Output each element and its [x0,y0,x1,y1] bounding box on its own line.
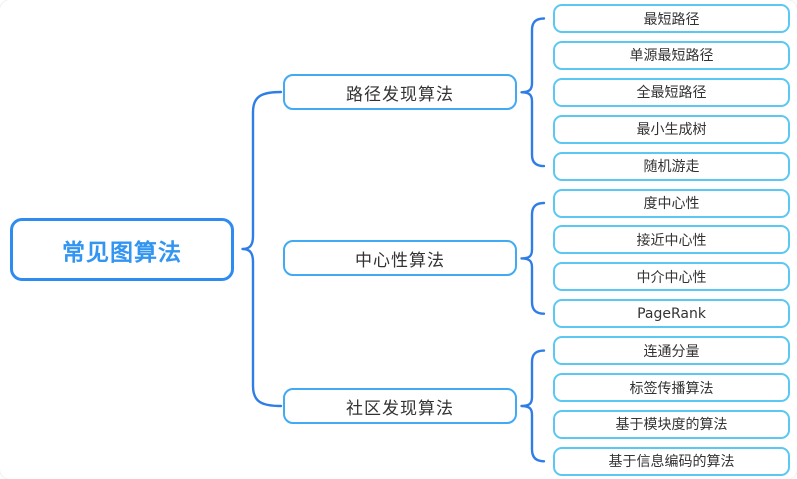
brace-community-children [520,349,546,463]
root-node[interactable]: 常见图算法 [10,218,234,281]
leaf-node[interactable]: 单源最短路径 [553,40,790,70]
brace-centrality-children [520,201,546,315]
leaf-node[interactable]: PageRank [553,299,790,329]
leaf-node[interactable]: 连通分量 [553,336,790,366]
leaf-node[interactable]: 度中心性 [553,188,790,218]
leaf-node[interactable]: 基于模块度的算法 [553,409,790,439]
leaf-node[interactable]: 接近中心性 [553,225,790,255]
leaf-node[interactable]: 最小生成树 [553,114,790,144]
branch-node-centrality[interactable]: 中心性算法 [283,240,517,276]
leaf-node[interactable]: 全最短路径 [553,77,790,107]
leaf-node[interactable]: 最短路径 [553,4,790,33]
leaf-node[interactable]: 基于信息编码的算法 [553,446,790,476]
branch-node-community-discovery[interactable]: 社区发现算法 [283,388,517,424]
branch-node-path-discovery[interactable]: 路径发现算法 [283,74,517,110]
brace-root-to-branches [241,90,283,408]
leaf-node[interactable]: 标签传播算法 [553,373,790,402]
brace-path-discovery-children [520,17,546,168]
leaf-node[interactable]: 随机游走 [553,151,790,181]
leaf-node[interactable]: 中介中心性 [553,262,790,292]
